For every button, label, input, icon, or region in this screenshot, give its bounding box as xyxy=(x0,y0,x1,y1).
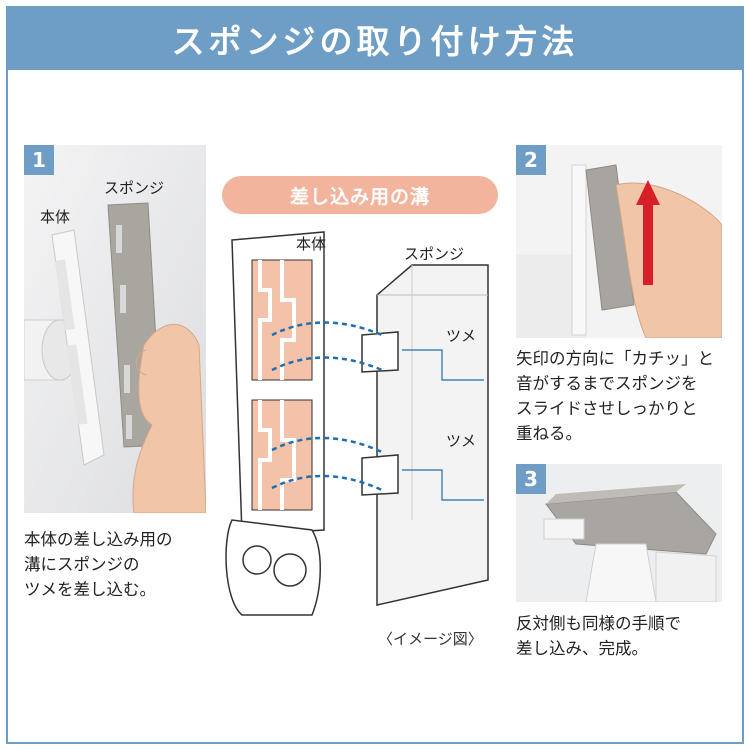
step3-photo xyxy=(516,464,722,602)
step1-number-badge: 1 xyxy=(24,145,54,175)
step1-caption-line: 本体の差し込み用の xyxy=(24,530,173,549)
up-arrow-icon xyxy=(636,180,660,285)
step1-photo xyxy=(24,145,206,513)
step2-photo xyxy=(516,145,722,338)
diagram-label-body: 本体 xyxy=(296,235,327,253)
step2-caption-line: スライドさせしっかりと xyxy=(516,399,698,418)
image-note: 〈イメージ図〉 xyxy=(378,630,483,648)
step1-label-body: 本体 xyxy=(40,208,71,226)
step2-caption-line: 重ねる。 xyxy=(516,424,582,443)
diagram-label-tab-bottom: ツメ xyxy=(446,432,477,450)
step1-caption: 本体の差し込み用の 溝にスポンジの ツメを差し込む。 xyxy=(24,527,173,602)
page-frame xyxy=(6,6,744,744)
attachment-diagram xyxy=(225,231,489,616)
step3-number-badge: 3 xyxy=(516,464,546,494)
diagram-label-sponge: スポンジ xyxy=(404,245,465,263)
step1-caption-line: ツメを差し込む。 xyxy=(24,580,156,599)
step1-illustration xyxy=(24,145,206,513)
step3-caption-line: 反対側も同様の手順で xyxy=(516,614,681,633)
diagram-label-tab-top: ツメ xyxy=(446,327,477,345)
step1-label-sponge: スポンジ xyxy=(104,179,165,197)
step3-illustration xyxy=(516,464,722,602)
step2-caption-line: 矢印の方向に「カチッ」と xyxy=(516,349,714,368)
step3-caption: 反対側も同様の手順で 差し込み、完成。 xyxy=(516,611,681,661)
step2-caption-line: 音がするまでスポンジを xyxy=(516,374,698,393)
step1-caption-line: 溝にスポンジの xyxy=(24,555,140,574)
step2-illustration xyxy=(516,145,722,338)
step2-caption: 矢印の方向に「カチッ」と 音がするまでスポンジを スライドさせしっかりと 重ねる… xyxy=(516,346,714,446)
step3-caption-line: 差し込み、完成。 xyxy=(516,639,648,658)
groove-label-pill: 差し込み用の溝 xyxy=(222,176,498,214)
step2-number-badge: 2 xyxy=(516,145,546,175)
page-title: スポンジの取り付け方法 xyxy=(171,22,579,61)
header-banner: スポンジの取り付け方法 xyxy=(8,8,742,70)
